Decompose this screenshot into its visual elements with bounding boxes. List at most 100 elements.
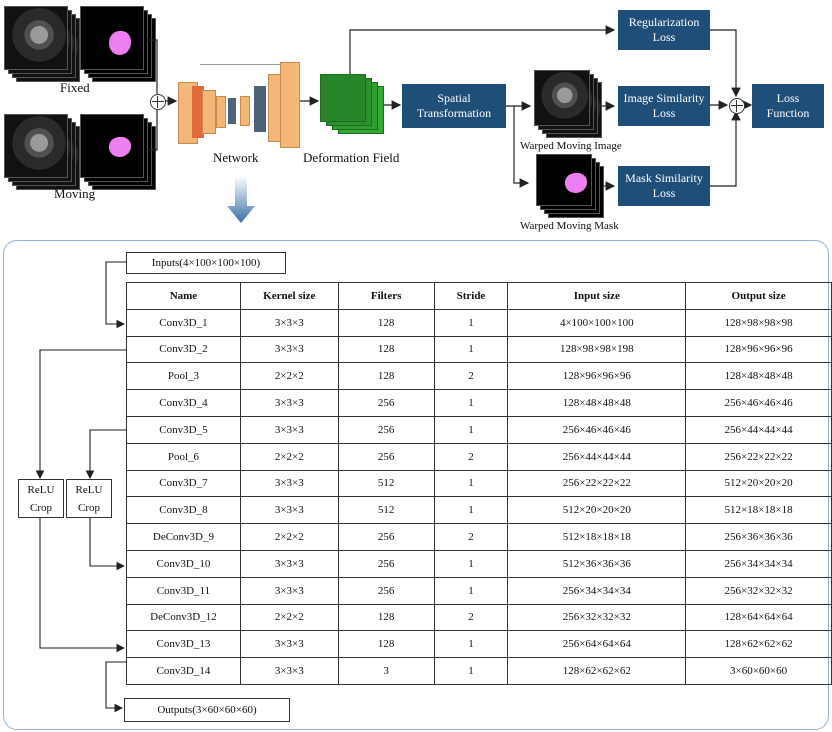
table-cell: 1: [433, 308, 509, 337]
table-cell: 256×32×32×32: [507, 603, 687, 632]
sum-operator-icon: [729, 98, 745, 114]
table-cell: 2×2×2: [239, 603, 339, 632]
table-cell: 128×48×48×48: [685, 362, 832, 391]
table-cell: Conv3D_10: [126, 549, 241, 578]
table-cell: 2×2×2: [239, 442, 339, 471]
table-cell: 512×36×36×36: [507, 549, 687, 578]
column-header: Stride: [433, 282, 509, 310]
table-cell: 512×20×20×20: [685, 469, 832, 498]
table-cell: Pool_6: [126, 442, 241, 471]
table-cell: 1: [433, 389, 509, 417]
table-cell: 256: [337, 442, 435, 471]
skip-connections: [35, 261, 126, 713]
layer-table: Name Kernel size Filters Stride Input si…: [126, 282, 832, 685]
table-cell: 512: [337, 496, 435, 525]
table-cell: 3: [337, 657, 435, 685]
crop-label: Crop: [18, 498, 64, 518]
table-cell: 1: [433, 496, 509, 525]
table-cell: 128×62×62×62: [507, 657, 687, 685]
table-cell: 512×20×20×20: [507, 496, 687, 525]
table-cell: 128×96×96×96: [507, 362, 687, 391]
table-cell: 256×44×44×44: [507, 442, 687, 471]
table-cell: Conv3D_7: [126, 469, 241, 498]
table-cell: 128×96×96×96: [685, 335, 832, 364]
table-cell: 256×64×64×64: [507, 630, 687, 659]
inputs-box: Inputs(4×100×100×100): [126, 252, 286, 274]
table-cell: 3×3×3: [239, 630, 339, 659]
deformation-field-label: Deformation Field: [303, 150, 400, 165]
column-header: Kernel size: [239, 282, 339, 310]
table-cell: 3×3×3: [239, 496, 339, 525]
table-cell: 256×22×22×22: [685, 442, 832, 471]
table-cell: 1: [433, 576, 509, 605]
table-cell: 2: [433, 523, 509, 551]
table-cell: Pool_3: [126, 362, 241, 391]
table-cell: 128×98×98×198: [507, 335, 687, 364]
table-cell: 128: [337, 603, 435, 632]
table-cell: 3×60×60×60: [685, 657, 832, 685]
table-cell: 512×18×18×18: [685, 496, 832, 525]
table-cell: 1: [433, 630, 509, 659]
table-cell: 2×2×2: [239, 523, 339, 551]
table-cell: 256×46×46×46: [685, 389, 832, 417]
table-cell: DeConv3D_12: [126, 603, 241, 632]
loss-function-box: Loss Function: [752, 84, 824, 128]
table-cell: 128×62×62×62: [685, 630, 832, 659]
table-header-row: Name Kernel size Filters Stride Input si…: [126, 282, 832, 310]
table-cell: 2: [433, 362, 509, 391]
outputs-box: Outputs(3×60×60×60): [124, 698, 290, 722]
table-cell: 3×3×3: [239, 415, 339, 444]
table-cell: 256×46×46×46: [507, 415, 687, 444]
table-cell: 2×2×2: [239, 362, 339, 391]
warped-mask-label: Warped Moving Mask: [520, 220, 619, 232]
regularization-loss-box: Regularization Loss: [618, 10, 710, 50]
table-cell: 256×34×34×34: [507, 576, 687, 605]
table-cell: Conv3D_2: [126, 335, 241, 364]
pipeline-connectors: [146, 25, 753, 191]
table-cell: 3×3×3: [239, 335, 339, 364]
table-cell: 256: [337, 523, 435, 551]
table-cell: 3×3×3: [239, 576, 339, 605]
table-cell: 512×18×18×18: [507, 523, 687, 551]
table-cell: 128: [337, 362, 435, 391]
table-cell: 1: [433, 335, 509, 364]
table-cell: Conv3D_13: [126, 630, 241, 659]
table-cell: 1: [433, 657, 509, 685]
table-cell: 1: [433, 469, 509, 498]
table-cell: 256×44×44×44: [685, 415, 832, 444]
table-cell: 256×34×34×34: [685, 549, 832, 578]
table-cell: 4×100×100×100: [507, 308, 687, 337]
table-cell: 128×98×98×98: [685, 308, 832, 337]
column-header: Filters: [337, 282, 435, 310]
table-cell: 128: [337, 630, 435, 659]
table-cell: Conv3D_8: [126, 496, 241, 525]
table-cell: 3×3×3: [239, 469, 339, 498]
table-cell: 1: [433, 415, 509, 444]
table-cell: 256: [337, 415, 435, 444]
spatial-transformation-box: Spatial Transformation: [402, 84, 506, 128]
table-cell: 3×3×3: [239, 549, 339, 578]
column-header: Output size: [685, 282, 832, 310]
table-cell: Conv3D_1: [126, 308, 241, 337]
concat-operator-icon: [150, 94, 166, 110]
expand-arrow-icon: [227, 176, 255, 223]
column-header: Name: [126, 282, 241, 310]
mask-similarity-loss-box: Mask Similarity Loss: [618, 166, 710, 206]
moving-label: Moving: [54, 186, 96, 201]
table-cell: 3×3×3: [239, 308, 339, 337]
table-cell: 3×3×3: [239, 389, 339, 417]
table-cell: Conv3D_5: [126, 415, 241, 444]
table-cell: 128×64×64×64: [685, 603, 832, 632]
fixed-label: Fixed: [60, 80, 90, 95]
table-cell: 256×36×36×36: [685, 523, 832, 551]
table-cell: Conv3D_4: [126, 389, 241, 417]
